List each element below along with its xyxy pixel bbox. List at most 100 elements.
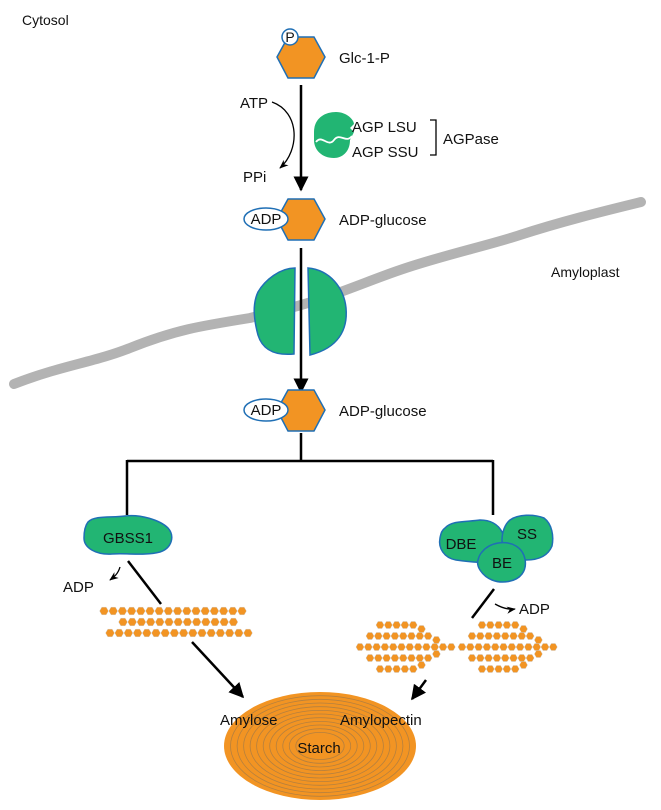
glucose-bead — [163, 607, 174, 615]
glucose-bead — [375, 665, 385, 673]
gbss1-label: GBSS1 — [103, 530, 153, 547]
glucose-bead — [390, 632, 400, 640]
glucose-bead — [438, 643, 448, 651]
glucose-bead — [417, 661, 426, 669]
starch-growth-ring — [282, 724, 358, 768]
adp-glucose-amyloplast: ADP ADP-glucose — [243, 389, 427, 432]
glucose-bead — [132, 629, 143, 637]
glucose-bead — [160, 629, 170, 637]
gbss1-enzyme: GBSS1 — [83, 514, 173, 555]
glucose-bead — [388, 643, 398, 651]
glucose-bead — [400, 621, 410, 629]
glucose-bead — [492, 632, 502, 640]
adp-glucose-transporter — [253, 267, 347, 356]
glucose-bead — [417, 625, 426, 633]
atp-to-ppi-arrow — [271, 101, 295, 169]
complex-to-amylopectin-line — [471, 588, 495, 619]
glucose-bead — [519, 625, 528, 633]
glucose-bead — [494, 665, 503, 673]
glucose-bead — [382, 632, 391, 640]
glucose-bead — [484, 654, 493, 662]
glucose-bead — [423, 654, 433, 662]
glucose-bead — [476, 632, 485, 640]
dbe-label: DBE — [446, 536, 477, 553]
glucose-bead — [169, 629, 180, 637]
glucose-bead — [105, 629, 115, 637]
glucose-bead — [118, 618, 128, 626]
starch-growth-ring — [275, 721, 365, 772]
agp-ssu-label: AGP SSU — [352, 144, 418, 161]
glucose-bead — [191, 618, 202, 626]
glucose-bead — [405, 643, 415, 651]
glucose-bead — [384, 621, 393, 629]
glucose-bead — [398, 654, 408, 662]
adp-ellipse — [243, 207, 289, 231]
glucose-bead — [142, 629, 152, 637]
glucose-bead — [467, 632, 477, 640]
glucose-bead — [200, 607, 210, 615]
glucose-bead — [392, 621, 401, 629]
glucose-bead — [517, 632, 527, 640]
glucose-bead — [407, 654, 416, 662]
glucose-bead — [525, 654, 535, 662]
starch-growth-ring — [236, 698, 404, 794]
glucose-bead — [374, 632, 383, 640]
complex-adp-label: ADP — [519, 601, 550, 618]
agpase-complex: AGP LSU AGP SSU AGPase — [314, 112, 499, 161]
glucose-bead — [447, 643, 456, 651]
glucose-bead — [237, 607, 247, 615]
gbss1-blob — [83, 514, 173, 555]
transporter-right-half — [307, 267, 347, 356]
glucose-bead — [408, 665, 418, 673]
glucose-bead — [422, 643, 431, 651]
glucose-bead — [525, 632, 535, 640]
starch-growth-ring — [295, 732, 345, 761]
glucose-bead — [494, 621, 503, 629]
phosphate-tag: P — [285, 29, 294, 45]
glucose-bead — [502, 621, 512, 629]
glucose-bead — [145, 607, 155, 615]
glucose-bead — [407, 632, 416, 640]
glucose-bead — [380, 643, 390, 651]
glucose-bead — [486, 621, 495, 629]
glucose-bead — [136, 607, 146, 615]
glucose-bead — [108, 607, 118, 615]
glucose-bead — [154, 607, 164, 615]
amyloplast-label: Amyloplast — [551, 264, 620, 280]
dbe-ss-be-complex: DBE SS BE — [438, 514, 554, 583]
glucose-bead — [215, 629, 226, 637]
glucose-bead — [534, 636, 543, 644]
complex-adp-arrow — [494, 603, 516, 614]
glucose-bead — [191, 607, 201, 615]
glucose-bead — [415, 654, 425, 662]
glucose-bead — [355, 643, 365, 651]
glucose-bead — [197, 629, 207, 637]
atp-label: ATP — [240, 95, 268, 112]
glucose-bead — [477, 621, 487, 629]
agpase-protein-icon — [314, 112, 354, 158]
glucose-bead — [127, 618, 137, 626]
glucose-bead — [457, 643, 467, 651]
adp-tag: ADP — [251, 211, 282, 228]
glucose-bead — [219, 618, 229, 626]
glucose-bead — [228, 607, 238, 615]
starch-growth-ring — [230, 695, 410, 797]
glucose-bead — [392, 665, 401, 673]
glucose-bead — [145, 618, 156, 626]
gbss1-adp-arrow — [109, 566, 121, 581]
glucose-bead — [423, 632, 433, 640]
glucose-bead — [234, 629, 244, 637]
glucose-bead — [477, 665, 487, 673]
glucose-bead — [432, 650, 441, 658]
glucose-bead — [374, 654, 383, 662]
glc-1-p-label: Glc-1-P — [339, 50, 390, 67]
amylose-label: Amylose — [220, 712, 278, 729]
agpase-bracket — [430, 119, 437, 156]
glucose-bead — [201, 618, 211, 626]
starch-growth-ring — [288, 728, 352, 764]
glucose-bead — [188, 629, 198, 637]
glucose-bead — [515, 643, 525, 651]
glucose-bead — [384, 665, 393, 673]
glucose-bead — [397, 643, 406, 651]
